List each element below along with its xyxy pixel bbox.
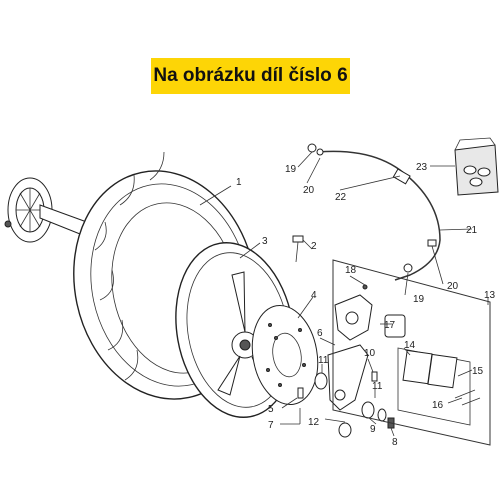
callout-19-upper: 19 [285,164,297,175]
callout-1: 1 [236,177,242,188]
caliper-bracket [327,344,369,411]
callout-4: 4 [311,290,317,301]
leader-lines [199,151,489,437]
callout-15: 15 [472,366,484,377]
callout-13: 13 [484,290,496,301]
brake-hose [307,143,441,281]
bolt-part-2 [292,235,304,263]
callout-17: 17 [384,320,396,331]
parts-bag [454,137,499,196]
callout-8: 8 [392,437,398,448]
callout-2: 2 [311,241,317,252]
callout-19-lower: 19 [413,294,425,305]
brake-disc [251,304,319,406]
callout-7: 7 [268,420,274,431]
callout-labels: 1 2 3 4 5 6 7 8 9 10 11 11 12 13 14 15 1… [236,162,496,448]
callout-22: 22 [335,192,347,203]
callout-18: 18 [345,265,357,276]
callout-20-lower: 20 [447,281,459,292]
callout-14: 14 [404,340,416,351]
callout-21: 21 [466,225,478,236]
callout-16: 16 [432,400,444,411]
callout-10: 10 [364,348,376,359]
caliper-kit-box [332,259,491,446]
callout-12: 12 [308,417,320,428]
callout-3: 3 [262,236,268,247]
callout-20-upper: 20 [303,185,315,196]
part-number-banner: Na obrázku díl číslo 6 [151,58,350,94]
callout-5: 5 [268,404,274,415]
callout-11-upper: 11 [318,355,329,366]
callout-9: 9 [370,424,376,435]
callout-11-lower: 11 [372,381,383,392]
callout-6: 6 [317,328,323,339]
spacers-washers [297,371,395,438]
brake-caliper [334,294,406,341]
callout-23: 23 [416,162,428,173]
